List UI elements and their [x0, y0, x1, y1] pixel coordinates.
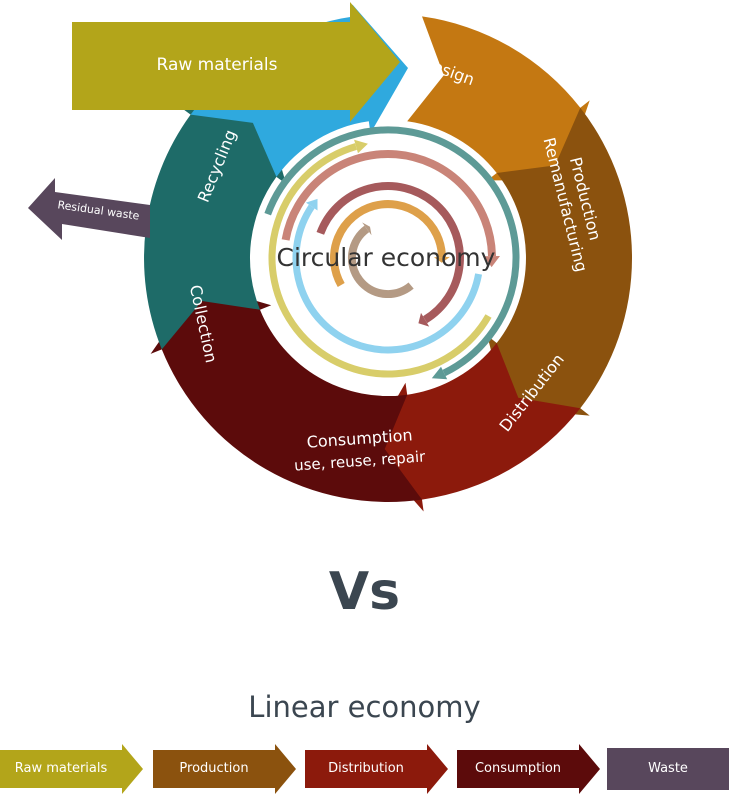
circular-economy-title: Circular economy	[277, 243, 496, 272]
linear-step: Consumption	[457, 744, 600, 794]
linear-step-label: Raw materials	[14, 761, 108, 776]
linear-step-label: Production	[179, 761, 249, 776]
linear-step-label: Consumption	[474, 761, 562, 776]
segment-production	[487, 107, 633, 416]
linear-step: Production	[153, 744, 296, 794]
inner-cycle-arc	[268, 143, 492, 378]
segment-design	[407, 16, 590, 181]
inner-cycle-arc	[347, 225, 414, 299]
versus-label: Vs	[328, 562, 401, 622]
circular-economy-diagram: Raw materials Residual waste Circular ec…	[28, 2, 633, 512]
linear-step: Distribution	[305, 744, 448, 794]
inner-cycle-arrowhead	[362, 222, 372, 236]
linear-economy-title: Linear economy	[248, 690, 481, 724]
linear-step-label: Distribution	[328, 761, 404, 776]
inner-cycle-arrowhead	[354, 139, 368, 154]
residual-waste-arrow	[28, 178, 150, 240]
inner-cycle-arrowhead	[484, 256, 500, 268]
segment-consumption	[150, 284, 422, 502]
inner-cycle-arc	[316, 182, 464, 324]
inner-cycle-arrowhead	[305, 198, 318, 211]
inner-cycle-arrowhead	[431, 366, 448, 380]
inner-cycle-arc	[292, 204, 483, 354]
linear-step-label: Waste	[648, 761, 688, 776]
raw-materials-arrow	[72, 2, 400, 122]
inner-cycle-arrowhead	[434, 256, 450, 263]
inner-cycle-arc	[264, 126, 520, 377]
inner-cycle-arrowhead	[418, 312, 430, 327]
linear-step: Waste	[607, 744, 729, 794]
inner-cycle-arc	[281, 150, 496, 257]
inner-cycle-arc	[330, 200, 446, 287]
segment-distribution	[368, 343, 581, 512]
linear-step: Raw materials	[0, 744, 143, 794]
raw-materials-label: Raw materials	[157, 55, 278, 75]
segment-collection	[144, 107, 287, 350]
